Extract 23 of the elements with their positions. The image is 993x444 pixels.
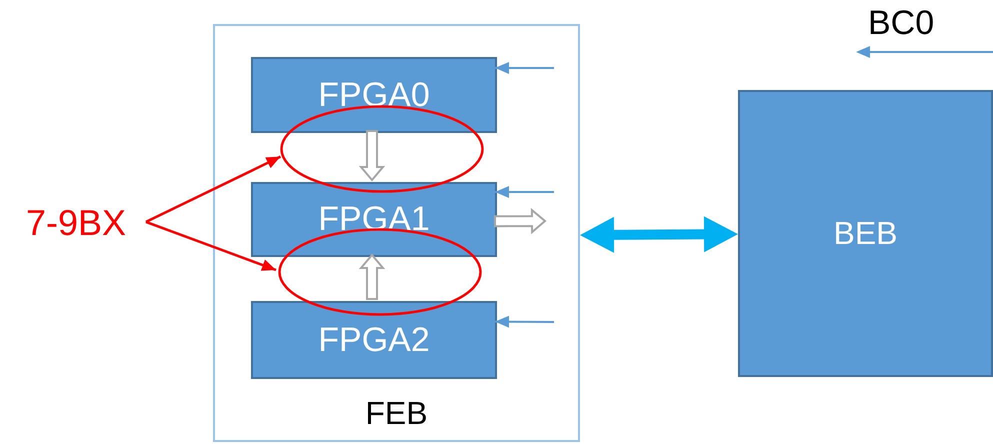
double-arrow bbox=[580, 216, 738, 253]
block-arrow bbox=[358, 253, 386, 300]
arrow bbox=[495, 186, 554, 198]
chip-box bbox=[251, 301, 497, 379]
arrow bbox=[146, 220, 276, 272]
arrow bbox=[495, 62, 554, 74]
highlight-ellipse bbox=[278, 228, 482, 316]
signal-label: BC0 bbox=[868, 4, 934, 43]
annotation-text: 7-9BX bbox=[26, 202, 126, 244]
board-label: FEB bbox=[364, 395, 429, 432]
block-arrow bbox=[358, 130, 386, 182]
chip-box bbox=[251, 57, 497, 133]
block-label: BEB bbox=[833, 215, 898, 252]
chip-box bbox=[251, 182, 497, 257]
arrow bbox=[495, 316, 554, 328]
board-box bbox=[738, 90, 993, 377]
block-label: FPGA0 bbox=[318, 76, 430, 114]
block-label: FPGA2 bbox=[318, 320, 430, 360]
board-box bbox=[213, 24, 580, 442]
highlight-ellipse bbox=[280, 105, 484, 193]
arrow bbox=[145, 156, 282, 224]
block-arrow bbox=[494, 208, 547, 234]
block-label: FPGA1 bbox=[318, 200, 430, 239]
